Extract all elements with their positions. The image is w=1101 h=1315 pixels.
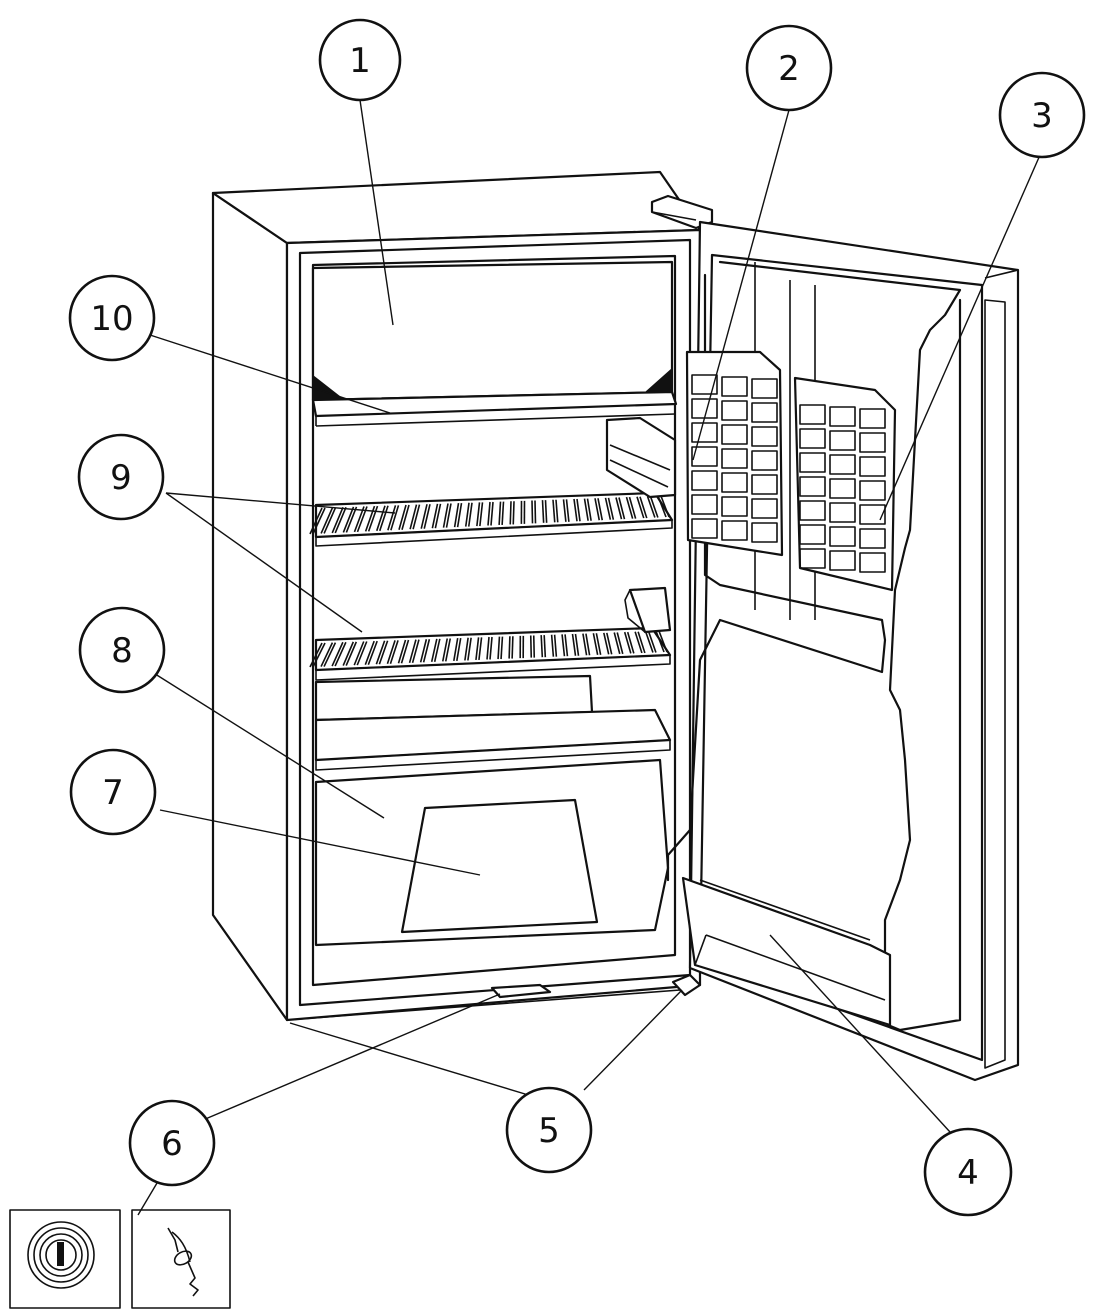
wire-shelf-lower bbox=[309, 626, 672, 681]
leader-6a bbox=[202, 993, 501, 1121]
callout-2: 2 bbox=[745, 24, 833, 112]
crisper-cover bbox=[314, 674, 672, 771]
leader-5b bbox=[583, 989, 683, 1091]
callout-8: 8 bbox=[78, 606, 166, 694]
refrigerator-door bbox=[666, 220, 1020, 1082]
cabinet-side-panel bbox=[211, 191, 289, 1022]
callout-6-label: 6 bbox=[161, 1124, 183, 1164]
callout-3: 3 bbox=[998, 71, 1086, 159]
freezer-right-bracket bbox=[645, 368, 672, 392]
leader-10 bbox=[149, 334, 391, 414]
egg-tray-left bbox=[685, 350, 784, 557]
interior-light bbox=[628, 586, 672, 634]
door-bottle-shelf bbox=[681, 876, 892, 1027]
callout-10-label: 10 bbox=[90, 299, 133, 339]
callout-7-label: 7 bbox=[102, 773, 124, 813]
callout-2-label: 2 bbox=[778, 49, 800, 89]
key-icon bbox=[167, 1227, 199, 1297]
crisper-drawer bbox=[314, 758, 670, 947]
drip-tray bbox=[311, 390, 678, 418]
callout-1-label: 1 bbox=[349, 41, 371, 81]
leader-lines bbox=[137, 99, 1041, 1216]
leader-5a bbox=[289, 1022, 536, 1098]
freezer-door-panel bbox=[311, 260, 674, 402]
callout-1: 1 bbox=[318, 18, 402, 102]
leader-4 bbox=[769, 934, 951, 1133]
egg-tray-right bbox=[793, 376, 897, 592]
lock-icon bbox=[27, 1221, 95, 1289]
leader-9b bbox=[165, 492, 363, 633]
leader-7 bbox=[159, 809, 481, 876]
leader-6b bbox=[137, 1177, 161, 1216]
lock-inset bbox=[9, 1209, 121, 1309]
callout-7: 7 bbox=[69, 748, 157, 836]
callout-5-label: 5 bbox=[538, 1111, 560, 1151]
leader-1 bbox=[359, 99, 394, 326]
leader-3 bbox=[879, 154, 1041, 521]
callout-9-label: 9 bbox=[110, 458, 132, 498]
leader-8 bbox=[151, 671, 385, 819]
freezer-left-bracket bbox=[313, 375, 345, 400]
callout-10: 10 bbox=[68, 274, 156, 362]
callout-8-label: 8 bbox=[111, 631, 133, 671]
callout-6: 6 bbox=[128, 1099, 216, 1187]
freezer-compartment bbox=[311, 260, 678, 427]
callout-4: 4 bbox=[923, 1127, 1013, 1217]
crisper-label-panel bbox=[400, 798, 599, 934]
leader-9a bbox=[165, 492, 396, 514]
callout-3-label: 3 bbox=[1031, 96, 1053, 136]
callout-4-label: 4 bbox=[957, 1153, 979, 1193]
leader-2 bbox=[692, 109, 790, 461]
wire-shelf-upper bbox=[309, 491, 674, 547]
callout-9: 9 bbox=[77, 433, 165, 521]
callout-5: 5 bbox=[505, 1086, 593, 1174]
key-inset bbox=[131, 1209, 231, 1309]
